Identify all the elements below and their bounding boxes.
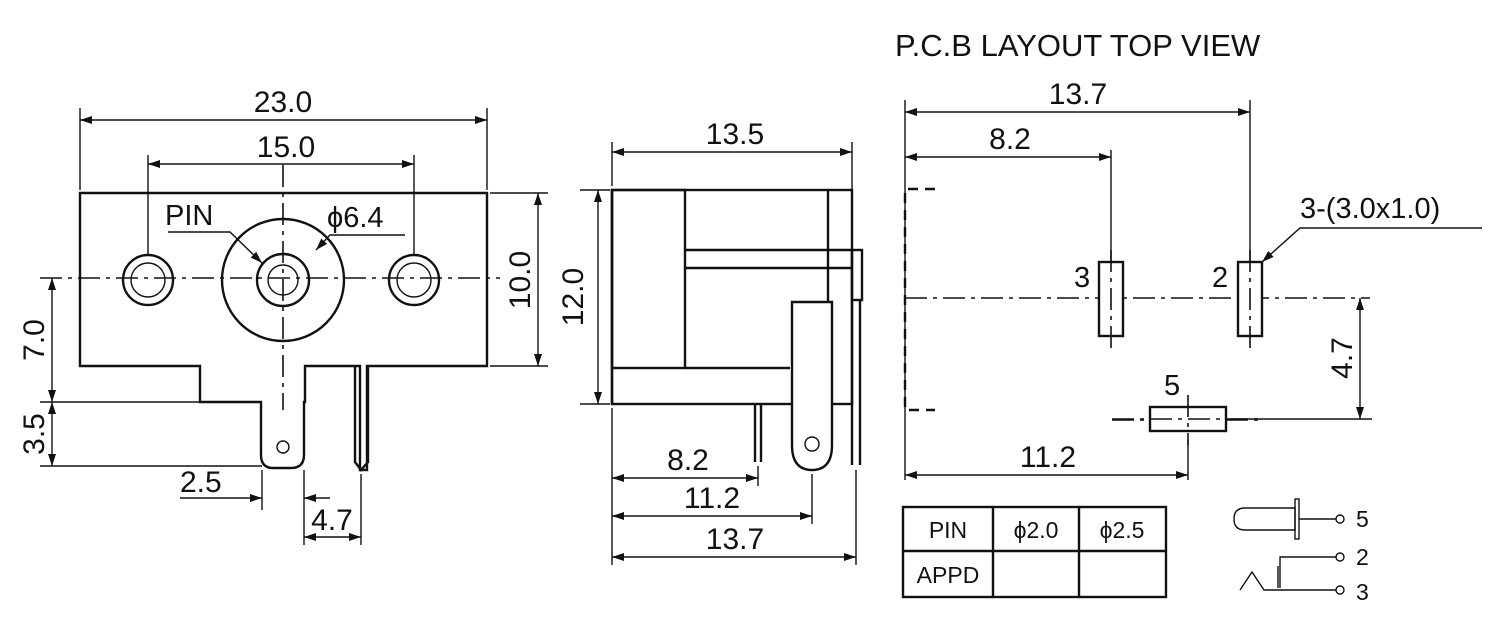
pcb-pad5-label: 5 [1164, 370, 1180, 402]
pcb-dim-pad3: 8.2 [989, 123, 1031, 156]
schematic-symbol: 5 2 3 [1233, 498, 1369, 605]
table-header-pin: PIN [929, 517, 967, 543]
front-dim-center-height: 7.0 [18, 319, 51, 361]
table-header-d20: ϕ2.0 [1014, 517, 1059, 543]
front-hole-left-inner [130, 262, 166, 298]
side-dim-pin-a: 8.2 [667, 444, 709, 477]
side-rear-tab [850, 248, 864, 302]
side-dim-pin-b: 11.2 [684, 482, 740, 515]
front-view: 23.0 15.0 PIN ϕ6.4 10.0 7.0 3.5 2.5 4.7 [18, 86, 548, 545]
pin-table: PIN ϕ2.0 ϕ2.5 APPD [901, 505, 1168, 599]
front-jack-pin [267, 264, 299, 296]
schematic-pin2: 2 [1356, 544, 1369, 570]
side-dim-height: 12.0 [557, 268, 590, 326]
pcb-dim-pad5-x: 11.2 [1020, 441, 1076, 474]
front-dim-pin-offset-b: 4.7 [311, 504, 353, 537]
side-pin-hole [804, 436, 820, 452]
front-dim-height: 10.0 [504, 251, 537, 309]
front-jack-outer [220, 217, 346, 343]
front-dim-hole-spacing: 15.0 [257, 131, 315, 164]
side-dim-depth: 13.5 [706, 118, 764, 151]
front-pin-hole [276, 440, 290, 454]
front-dim-pin-length: 3.5 [18, 413, 51, 455]
pcb-layout: P.C.B LAYOUT TOP VIEW 13.7 8.2 3 2 5 3-(… [895, 28, 1482, 480]
schematic-pin5: 5 [1356, 506, 1369, 532]
front-label-pin: PIN [165, 200, 213, 232]
pcb-outline [903, 187, 935, 412]
pcb-dim-pad5-offset: 4.7 [1326, 337, 1359, 379]
table-row-appd: APPD [917, 562, 980, 588]
front-dim-pin-offset-a: 2.5 [180, 466, 222, 499]
front-pin-right [353, 366, 370, 472]
pcb-dim-total: 13.7 [1049, 78, 1107, 111]
pcb-pad-spec: 3-(3.0x1.0) [1300, 193, 1440, 225]
pcb-pad2-label: 2 [1212, 262, 1228, 294]
front-label-diameter: ϕ6.4 [327, 202, 384, 234]
front-body-outline [78, 191, 489, 472]
side-view: 13.5 12.0 8.2 11.2 13.7 [557, 118, 864, 565]
front-jack-mid [255, 252, 311, 308]
table-header-d25: ϕ2.5 [1100, 517, 1145, 543]
side-pin-foot [790, 300, 834, 472]
side-front-block [610, 188, 687, 370]
front-hole-right-inner [396, 262, 432, 298]
layout-title: P.C.B LAYOUT TOP VIEW [895, 28, 1261, 63]
schematic-pin3: 3 [1356, 579, 1369, 605]
pcb-pad3-label: 3 [1074, 262, 1090, 294]
side-dim-pin-c: 13.7 [706, 523, 764, 556]
front-dim-total-width: 23.0 [254, 86, 312, 119]
